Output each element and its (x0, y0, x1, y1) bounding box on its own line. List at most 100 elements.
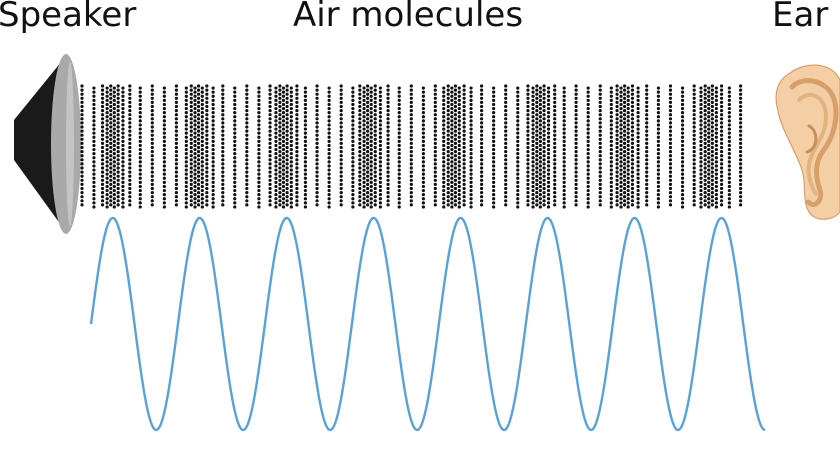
air-molecule (492, 143, 496, 148)
air-molecule (469, 123, 473, 127)
air-molecule (668, 121, 673, 125)
air-molecule (189, 113, 193, 117)
air-molecule (609, 176, 613, 180)
air-molecule (504, 162, 508, 166)
air-molecule (699, 180, 703, 184)
air-molecule (233, 160, 237, 164)
air-molecule (453, 174, 458, 178)
air-molecule (109, 145, 113, 150)
air-molecule (303, 131, 308, 135)
air-molecule (100, 199, 105, 203)
air-molecule (710, 174, 714, 178)
air-molecule (453, 96, 458, 100)
air-molecule (538, 180, 542, 184)
air-molecule (703, 100, 707, 104)
air-molecule (738, 92, 743, 96)
air-molecule (373, 145, 377, 150)
air-molecule (128, 203, 132, 207)
air-molecule (274, 86, 278, 90)
air-molecule (162, 164, 166, 168)
air-molecule (526, 113, 530, 117)
air-molecule (351, 86, 355, 90)
air-molecule (315, 162, 319, 166)
air-molecule (738, 195, 743, 199)
air-molecule (351, 205, 355, 209)
air-molecule (373, 158, 377, 162)
air-molecule (574, 166, 578, 170)
air-molecule (714, 143, 718, 148)
air-molecule (535, 117, 539, 121)
air-molecule (622, 166, 627, 170)
air-molecule (719, 113, 724, 117)
air-molecule (327, 106, 331, 111)
air-molecule (574, 158, 578, 162)
air-molecule (699, 176, 703, 180)
air-molecule (184, 205, 188, 209)
air-molecule (369, 127, 373, 131)
air-molecule (100, 117, 105, 121)
air-molecule (630, 154, 635, 158)
air-molecule (245, 84, 249, 88)
air-molecule (453, 88, 458, 92)
air-molecule (680, 176, 685, 180)
air-molecule (727, 94, 731, 98)
air-molecule (373, 133, 377, 137)
air-molecule (619, 168, 623, 172)
air-molecule (542, 191, 546, 195)
air-molecule (358, 96, 362, 100)
air-molecule (268, 88, 272, 92)
air-molecule (303, 193, 308, 197)
air-molecule (738, 137, 743, 141)
air-molecule (162, 197, 166, 201)
air-molecule (138, 98, 142, 102)
air-molecule (450, 127, 454, 131)
air-molecule (574, 113, 578, 117)
air-molecule (257, 147, 261, 152)
air-molecule (196, 88, 201, 92)
air-molecule (339, 178, 343, 182)
air-molecule (719, 178, 724, 182)
air-molecule (562, 168, 566, 172)
air-molecule (362, 139, 366, 143)
air-molecule (378, 197, 382, 201)
air-molecule (196, 121, 201, 125)
air-molecule (542, 186, 546, 191)
air-molecule (100, 133, 105, 137)
air-molecule (446, 186, 450, 191)
air-molecule (421, 176, 425, 180)
air-molecule (526, 129, 530, 133)
air-molecule (738, 186, 743, 191)
air-molecule (285, 199, 289, 203)
air-molecule (421, 147, 425, 152)
air-molecule (373, 178, 377, 182)
air-molecule (257, 123, 261, 127)
air-molecule (719, 150, 724, 154)
air-molecule (285, 150, 289, 154)
air-molecule (707, 164, 711, 168)
air-molecule (626, 164, 630, 168)
air-molecule (516, 201, 520, 205)
air-molecule (109, 129, 113, 133)
air-molecule (221, 117, 225, 121)
air-molecule (289, 168, 293, 172)
air-molecule (211, 205, 215, 209)
air-molecule (615, 100, 619, 104)
air-molecule (128, 92, 132, 96)
air-molecule (378, 131, 382, 135)
air-molecule (626, 119, 630, 123)
air-molecule (535, 104, 539, 109)
air-molecule (274, 160, 278, 164)
air-molecule (626, 160, 630, 164)
air-molecule (378, 115, 382, 119)
air-molecule (109, 170, 113, 174)
air-molecule (268, 195, 272, 199)
air-molecule (92, 106, 96, 111)
air-molecule (373, 166, 377, 170)
air-molecule (645, 170, 649, 174)
air-molecule (442, 176, 446, 180)
air-molecule (138, 160, 142, 164)
air-molecule (196, 141, 201, 145)
air-molecule (433, 195, 437, 199)
air-molecule (92, 188, 96, 193)
